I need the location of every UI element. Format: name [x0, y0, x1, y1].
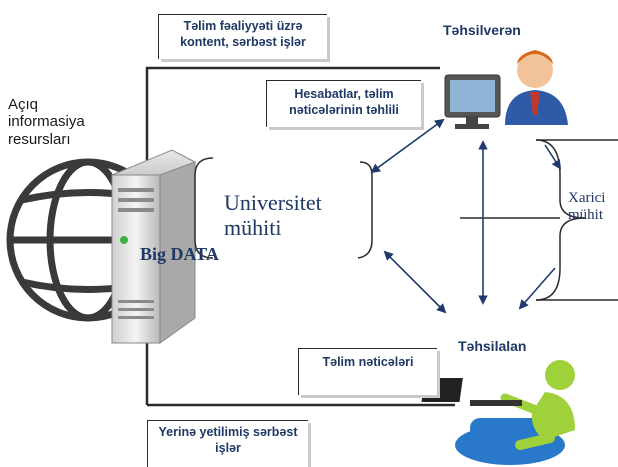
arrow-university-teacher: [370, 118, 445, 174]
server-icon: [110, 149, 197, 344]
university-env-label: Universitet mühiti: [224, 190, 322, 241]
big-data-label: Big DATA: [140, 244, 219, 264]
arrow-external-student: [518, 267, 556, 310]
university-bracket-right: [357, 161, 373, 259]
student-label: Təhsilalan: [458, 338, 527, 354]
open-resources-label: Açıq informasiya resursları: [8, 96, 85, 148]
external-env-label: Xarici mühit: [568, 190, 606, 224]
callout-completed: Yerinə yetilimiş sərbəst işlər: [147, 420, 308, 467]
student-icon: [421, 360, 575, 465]
university-bracket-left: [194, 157, 214, 259]
teacher-icon: [444, 50, 568, 129]
callout-content: Təlim fəaliyyəti üzrə kontent, sərbəst i…: [158, 14, 327, 59]
arrow-teacher-external: [544, 144, 562, 170]
callout-results: Təlim nəticələri: [298, 348, 437, 395]
callout-reports: Hesabatlar, təlim nəticələrinin təhlili: [266, 80, 421, 127]
teacher-label: Təhsilverən: [443, 22, 521, 38]
arrow-university-student: [383, 250, 447, 314]
